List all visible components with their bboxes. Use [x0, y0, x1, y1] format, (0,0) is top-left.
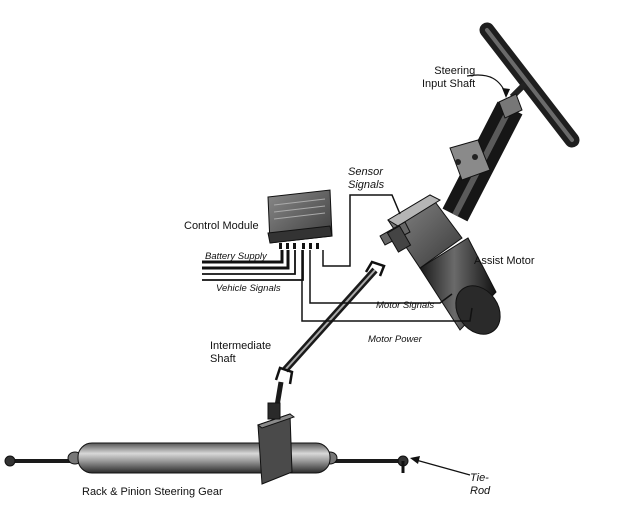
steering-wheel: [479, 22, 580, 148]
label-battery-supply: Battery Supply: [205, 251, 267, 262]
assist-motor: [379, 194, 501, 335]
label-motor-signals: Motor Signals: [376, 300, 435, 311]
label-vehicle-signals: Vehicle Signals: [216, 283, 281, 294]
rack-pinion-gear: [4, 402, 409, 485]
label-motor-power: Motor Power: [368, 334, 422, 345]
steering-column: [442, 81, 528, 222]
label-steering-input-shaft: Steering Input Shaft: [422, 65, 476, 90]
label-intermediate-shaft: Intermediate Shaft: [210, 340, 272, 365]
pointer-arrows: [410, 74, 510, 476]
label-rack-pinion: Rack & Pinion Steering Gear: [82, 486, 223, 498]
control-module: [267, 189, 333, 249]
label-assist-motor: Assist Motor: [474, 255, 535, 267]
label-sensor-signals: Sensor Signals: [348, 166, 385, 191]
label-control-module: Control Module: [184, 220, 259, 232]
label-tie-rod: Tie- Rod: [470, 472, 491, 497]
wiring: [202, 194, 473, 322]
